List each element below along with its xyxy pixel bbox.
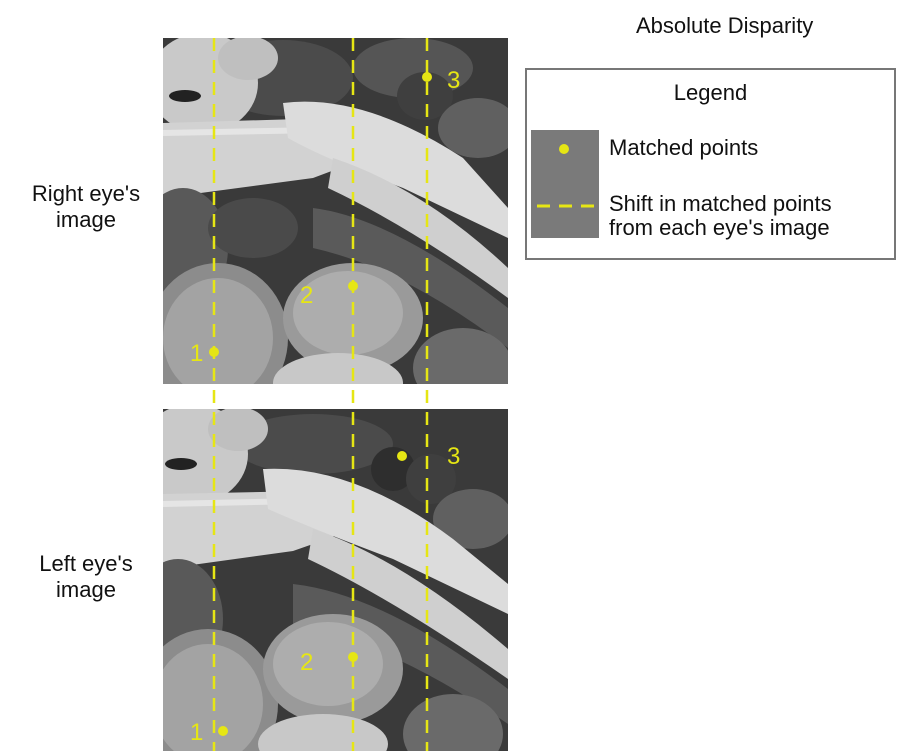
right-point-1-label: 1: [190, 340, 203, 367]
right-point-1: [209, 347, 219, 357]
right-point-2: [348, 281, 358, 291]
right-point-2-label: 2: [300, 282, 313, 309]
matched-point-icon: [559, 144, 569, 154]
left-point-3: [397, 451, 407, 461]
left-point-2-label: 2: [300, 649, 313, 676]
legend-swatch: [531, 130, 599, 238]
left-point-1-label: 1: [190, 719, 203, 746]
legend-item-shift: Shift in matched points from each eye's …: [609, 192, 832, 240]
legend-item-shift-line1: Shift in matched points: [609, 192, 832, 216]
legend-box: Legend Matched points Shift in matched p…: [525, 68, 896, 260]
left-point-1: [218, 726, 228, 736]
legend-title: Legend: [527, 80, 894, 106]
legend-item-matched-points: Matched points: [609, 136, 758, 160]
left-point-3-label: 3: [447, 443, 460, 470]
legend-symbols: [531, 130, 599, 238]
right-point-3-label: 3: [447, 67, 460, 94]
left-point-2: [348, 652, 358, 662]
legend-item-shift-line2: from each eye's image: [609, 216, 832, 240]
right-point-3: [422, 72, 432, 82]
